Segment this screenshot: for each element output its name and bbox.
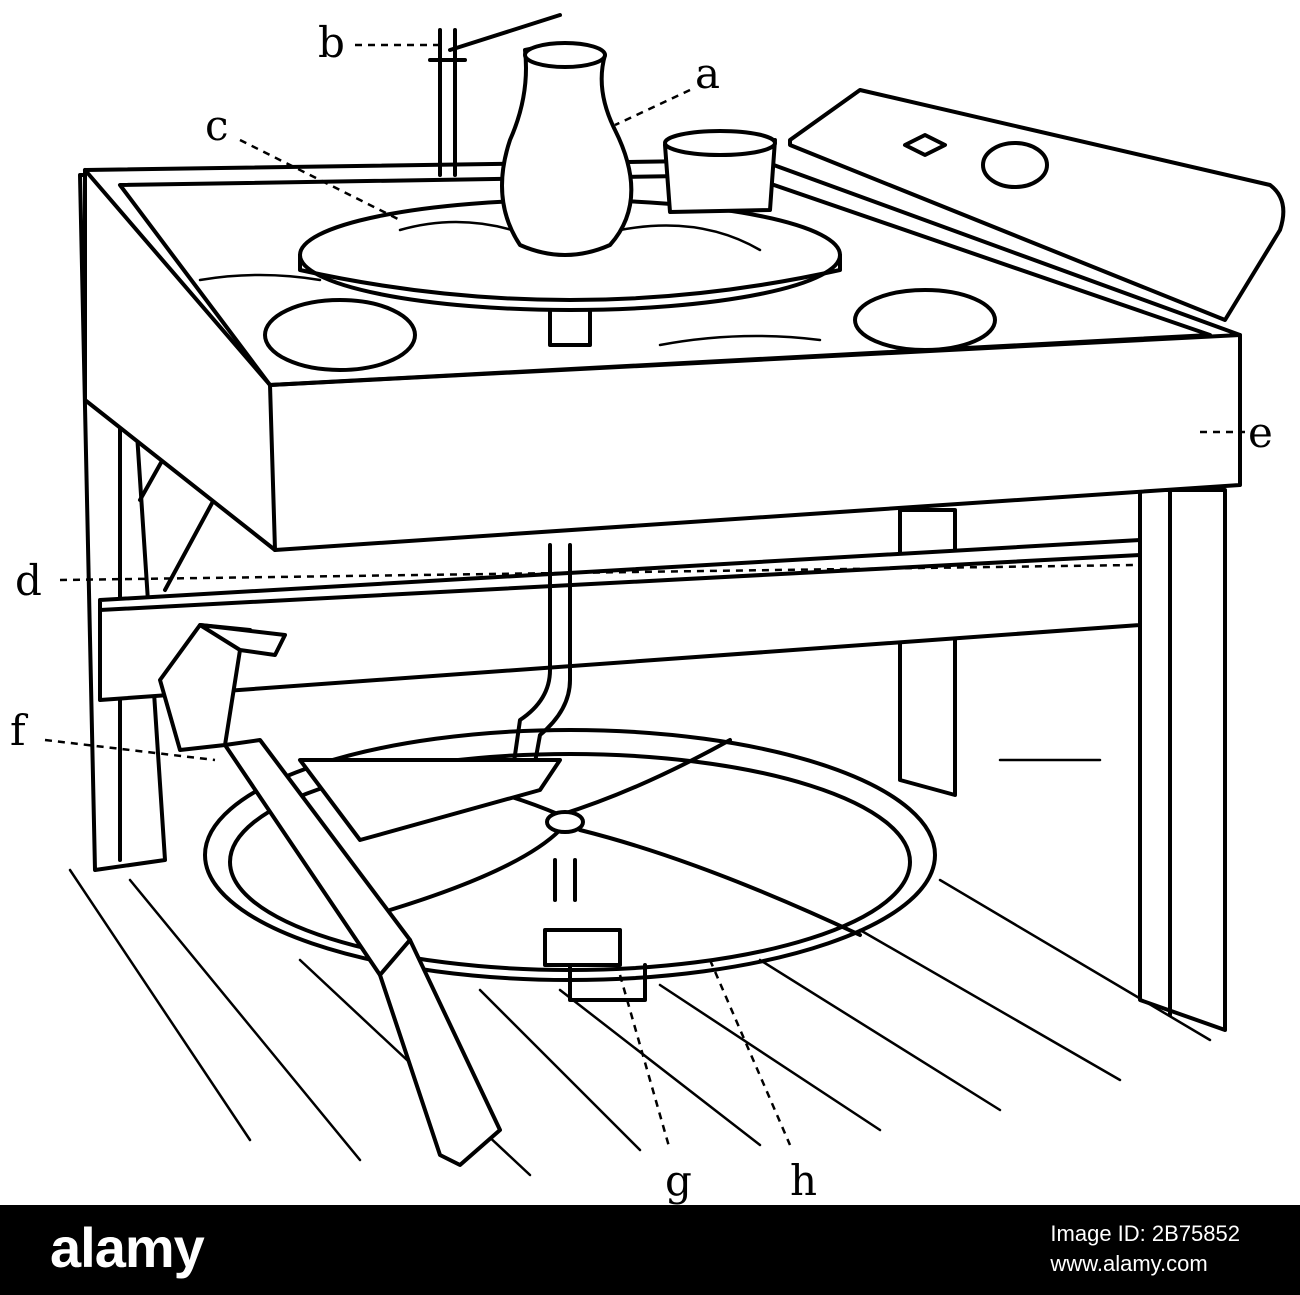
label-b: b [318, 18, 345, 67]
label-g: g [665, 1156, 692, 1205]
label-f: f [10, 706, 29, 755]
base-block [543, 928, 647, 1002]
clay-vase [500, 41, 634, 257]
leader-lines [44, 43, 1245, 1151]
brand-text: alamy [50, 1216, 205, 1279]
height-gauge [428, 13, 562, 177]
side-board [788, 88, 1286, 322]
treadle [158, 623, 562, 1167]
label-c: c [205, 101, 229, 150]
image-id-block: Image ID: 2B75852 www.alamy.com [1050, 1219, 1240, 1279]
watermark-footer: alamy Image ID: 2B75852 www.alamy.com [0, 1205, 1300, 1295]
water-pot [663, 129, 777, 214]
wheel-shaft [508, 543, 577, 902]
alamy-url: www.alamy.com [1050, 1251, 1208, 1276]
alamy-logo: alamy [50, 1215, 205, 1280]
potters-wheel-illustration: b a c e d f g h [10, 13, 1286, 1205]
label-d: d [15, 556, 42, 605]
label-e: e [1248, 408, 1273, 457]
image-id-label: Image ID: 2B75852 [1050, 1221, 1240, 1246]
label-h: h [790, 1156, 817, 1205]
label-a: a [695, 49, 720, 98]
